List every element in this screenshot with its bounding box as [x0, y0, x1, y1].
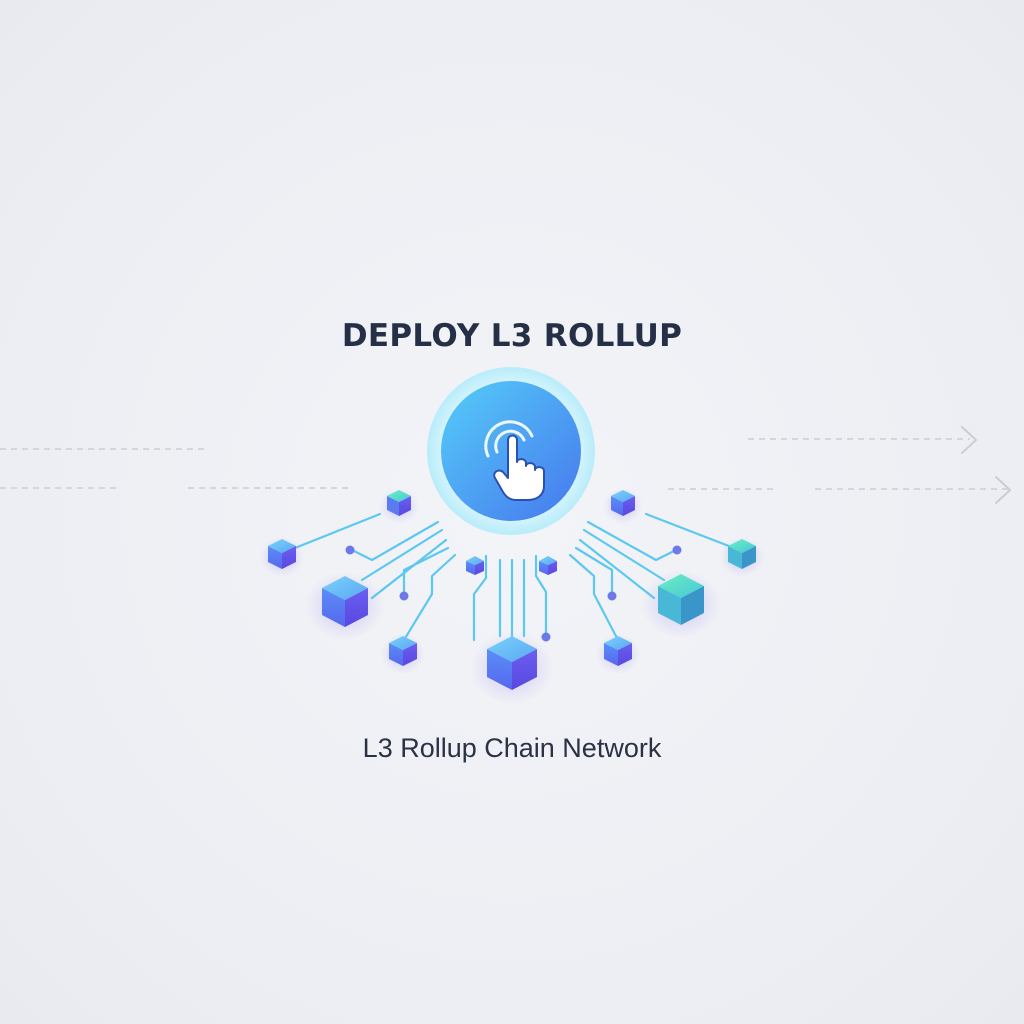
cube-nodes — [260, 488, 764, 704]
cube-node — [641, 570, 721, 638]
chevron-right-icon — [961, 426, 977, 454]
cube-node — [603, 488, 643, 524]
cube-node — [596, 634, 640, 674]
cube-node — [379, 488, 419, 524]
arrow-chevrons — [961, 426, 1011, 504]
cube-node — [381, 634, 425, 674]
page-title: DEPLOY L3 ROLLUP — [341, 318, 683, 354]
tap-hand-icon — [484, 420, 545, 501]
cube-node — [470, 632, 554, 704]
network-caption: L3 Rollup Chain Network — [362, 733, 662, 763]
chevron-right-icon — [995, 476, 1011, 504]
cube-node — [305, 572, 385, 640]
deploy-button[interactable] — [427, 367, 595, 535]
cube-node — [260, 537, 304, 577]
cube-node — [539, 556, 557, 575]
dashed-lines — [0, 438, 1008, 490]
cube-node — [466, 556, 484, 575]
cube-node — [720, 537, 764, 577]
circuit-traces — [288, 512, 736, 642]
trace-terminals — [345, 545, 682, 642]
